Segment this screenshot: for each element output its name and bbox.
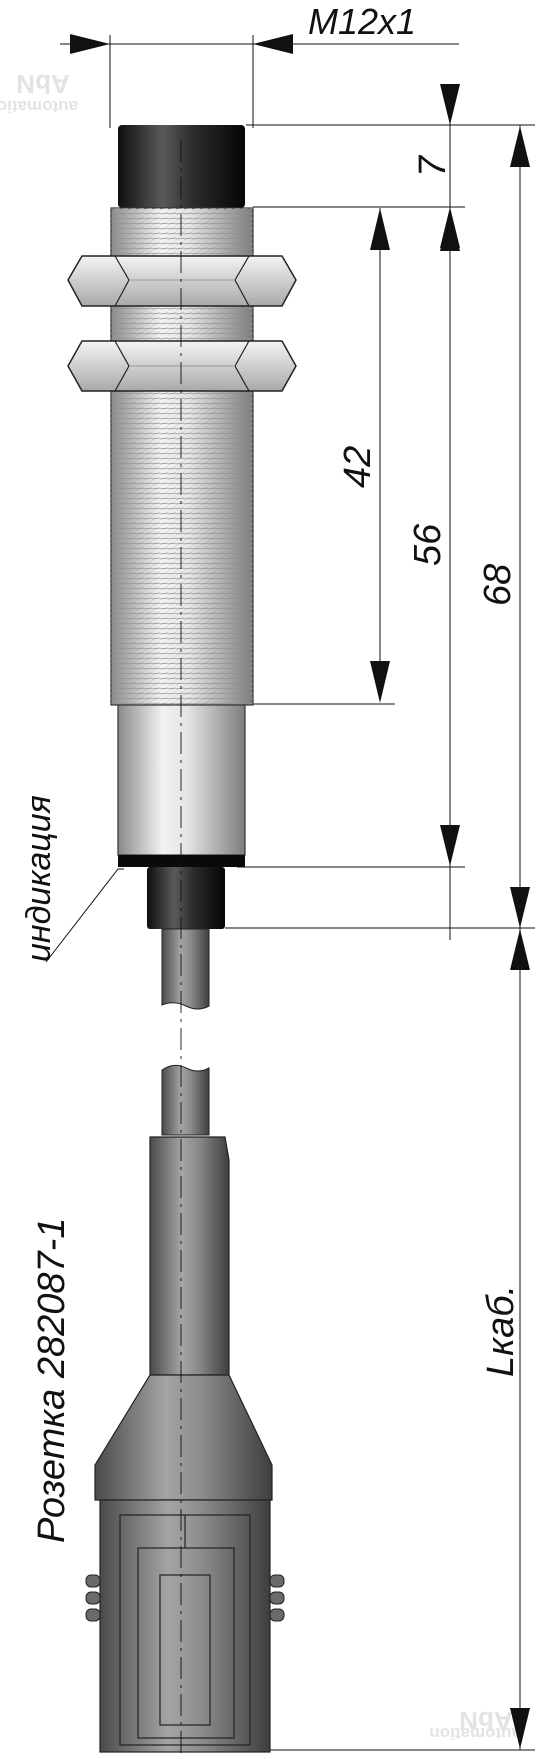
connector-sleeve <box>149 1136 230 1376</box>
label-dim-front: 7 <box>412 154 454 177</box>
cable-lower <box>161 1064 210 1136</box>
label-dim-total: 68 <box>477 564 519 606</box>
watermark-bottom-line2: automation <box>429 1724 521 1743</box>
cable-upper <box>161 928 210 1010</box>
label-connector: Розетка 282087-1 <box>31 1218 73 1543</box>
watermark-line2: automation <box>0 97 78 116</box>
sensor-body <box>67 125 297 1136</box>
rear-body <box>117 704 246 856</box>
label-dim-body-to-led: 56 <box>407 523 449 566</box>
connector-ribs <box>85 1574 285 1622</box>
cable-gland <box>147 867 225 929</box>
dimension-arrows <box>70 34 530 1749</box>
label-dim-thread-len: 42 <box>337 446 379 488</box>
indication-leader <box>45 868 124 963</box>
label-thread: M12x1 <box>308 1 416 42</box>
led-ring <box>118 855 245 867</box>
nut-lower <box>67 340 297 392</box>
watermark-bottom: AbN <box>459 1706 512 1736</box>
connector-cone <box>94 1374 273 1501</box>
sensing-face <box>118 125 245 208</box>
watermark-line1: AbN <box>16 69 69 99</box>
connector <box>85 1136 285 1753</box>
watermark-top: AbN <box>16 69 69 99</box>
connector-inner <box>119 1514 251 1746</box>
nut-upper <box>67 255 297 307</box>
watermark-bottom-line1: AbN <box>459 1706 512 1736</box>
label-cable-length: Lкаб. <box>480 1285 522 1377</box>
label-indication: индикация <box>20 795 58 962</box>
